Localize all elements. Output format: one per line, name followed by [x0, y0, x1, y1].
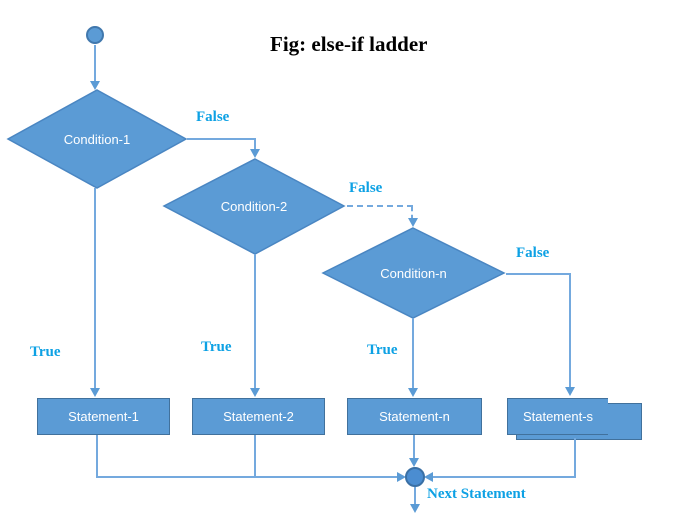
- connector-false1-v: [254, 138, 256, 151]
- condition-n-diamond: Condition-n: [321, 227, 506, 319]
- condition-1-diamond: Condition-1: [6, 89, 188, 189]
- statement-1-box: Statement-1: [37, 398, 170, 435]
- arrowhead-down-icon: [90, 81, 100, 90]
- arrowhead-down-icon: [90, 388, 100, 397]
- statement-s-label: Statement-s: [522, 409, 594, 424]
- connector-merge-exit: [414, 487, 416, 506]
- true-label-2: True: [201, 339, 232, 355]
- connector-stmts-down: [574, 438, 576, 478]
- connector-merge-horizontal: [96, 476, 398, 478]
- connector-stmtn-down: [413, 435, 415, 461]
- start-circle: [86, 26, 104, 44]
- arrowhead-down-icon: [250, 388, 260, 397]
- figure-title: Fig: else-if ladder: [270, 32, 428, 56]
- merge-circle: [405, 467, 425, 487]
- arrowhead-down-icon: [408, 388, 418, 397]
- arrowhead-down-icon: [409, 458, 419, 467]
- connector-true1: [94, 188, 96, 390]
- next-statement-label: Next Statement: [427, 486, 526, 502]
- statement-s-box: Statement-s: [507, 398, 608, 435]
- arrowhead-left-icon: [424, 472, 433, 482]
- statement-n-label: Statement-n: [379, 409, 450, 424]
- statement-2-label: Statement-2: [223, 409, 294, 424]
- false-label-1: False: [196, 109, 230, 125]
- connector-false3-h: [506, 273, 571, 275]
- statement-n-box: Statement-n: [347, 398, 482, 435]
- connector-false1-h: [187, 138, 256, 140]
- statement-1-label: Statement-1: [68, 409, 139, 424]
- false-label-2: False: [349, 180, 383, 196]
- arrowhead-down-icon: [250, 149, 260, 158]
- connector-stmt1-down: [96, 435, 98, 477]
- arrowhead-down-icon: [565, 387, 575, 396]
- connector-false2-v: [411, 206, 413, 220]
- condition-2-label: Condition-2: [220, 199, 288, 214]
- false-label-3: False: [516, 245, 550, 261]
- connector-stmt2-down: [254, 435, 256, 477]
- condition-2-diamond: Condition-2: [162, 158, 346, 255]
- connector-true2: [254, 254, 256, 390]
- condition-1-label: Condition-1: [63, 131, 131, 147]
- arrowhead-down-icon: [410, 504, 420, 513]
- diamond-shape-icon: [6, 89, 188, 189]
- true-label-1: True: [30, 344, 61, 360]
- connector-start-cond1: [94, 45, 96, 83]
- connector-stmts-left: [432, 476, 576, 478]
- arrowhead-down-icon: [408, 218, 418, 227]
- condition-n-label: Condition-n: [380, 265, 447, 281]
- true-label-3: True: [367, 342, 398, 358]
- connector-false3-v: [569, 273, 571, 389]
- arrowhead-right-icon: [397, 472, 406, 482]
- statement-2-box: Statement-2: [192, 398, 325, 435]
- connector-false2-h: [347, 205, 413, 207]
- connector-true3: [412, 318, 414, 390]
